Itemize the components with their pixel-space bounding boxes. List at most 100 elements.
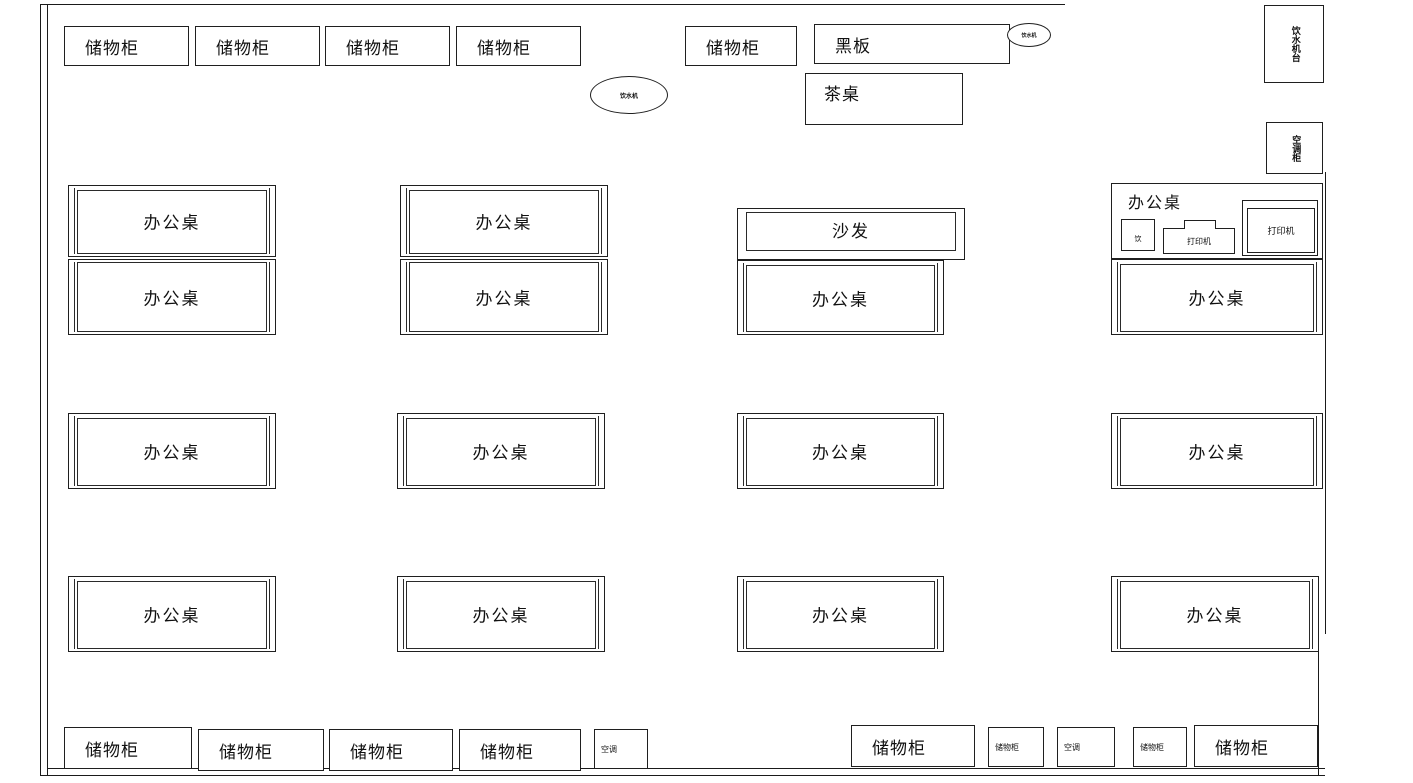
desk-row1-sofa-side[interactable]: 办公桌 (737, 260, 944, 335)
desk-inner-frame (746, 418, 935, 486)
sofa[interactable]: 沙发 (737, 208, 965, 260)
desk-inner-frame (77, 190, 267, 254)
storage-cabinet-top-3[interactable]: 储物柜 (325, 26, 450, 66)
desk-row3-col2[interactable]: 办公桌 (397, 576, 605, 652)
storage-cabinet-br-5[interactable]: 储物柜 (1194, 725, 1318, 767)
desk-label: 办公桌 (812, 606, 869, 627)
desk-rail-right (1312, 579, 1313, 649)
desk-row1-col1-bottom[interactable]: 办公桌 (68, 259, 276, 335)
desk-label: 办公桌 (1186, 606, 1244, 627)
desk-inner-frame (409, 262, 599, 332)
desk-rail-right (601, 262, 602, 332)
desk-rail-left (74, 579, 75, 649)
desk-rail-right (598, 416, 599, 486)
air-conditioner-label: 空调 (1064, 742, 1080, 752)
desk-rail-right (937, 263, 938, 332)
desk-rail-left (743, 579, 744, 649)
cabinet-label: 储物柜 (477, 38, 531, 59)
desk-inner-frame (77, 418, 267, 486)
desk-label: 办公桌 (475, 213, 533, 234)
storage-cabinet-br-4[interactable]: 储物柜 (1133, 727, 1187, 767)
desk-rail-right (269, 579, 270, 649)
desk-row2-col1[interactable]: 办公桌 (68, 413, 276, 489)
printer-box-large-outer[interactable]: 打印机 (1242, 200, 1318, 256)
desk-row3-col4[interactable]: 办公桌 (1111, 576, 1319, 652)
blackboard-label: 黑板 (835, 36, 871, 57)
desk-row3-col1[interactable]: 办公桌 (68, 576, 276, 652)
desk-row3-col3[interactable]: 办公桌 (737, 576, 944, 652)
desk-row1-col2-top[interactable]: 办公桌 (400, 185, 608, 257)
storage-cabinet-top-1[interactable]: 储物柜 (64, 26, 189, 66)
desk-rail-left (403, 416, 404, 486)
air-conditioner-br[interactable]: 空调 (1057, 727, 1115, 767)
desk-inner-frame (77, 262, 267, 332)
desk-label: 办公桌 (143, 289, 201, 310)
desk-rail-right (269, 188, 270, 254)
unit-label: 空调柜 (1290, 134, 1301, 162)
desk-label: 办公桌 (475, 289, 533, 310)
storage-cabinet-br-1[interactable]: 储物柜 (851, 725, 975, 767)
desk-label: 办公桌 (472, 443, 530, 464)
small-appliance-box[interactable]: 饮 (1121, 219, 1155, 251)
storage-cabinet-bottom-4[interactable]: 储物柜 (459, 729, 581, 771)
desk-rail-right (937, 579, 938, 649)
blackboard[interactable]: 黑板 (814, 24, 1010, 64)
desk-label: 办公桌 (143, 443, 201, 464)
cabinet-label: 储物柜 (85, 740, 139, 761)
water-dispenser-icon-left[interactable]: 饮水机 (590, 76, 668, 114)
tea-table-label: 茶桌 (824, 85, 860, 105)
desk-rail-right (1316, 262, 1317, 332)
cabinet-label: 储物柜 (1215, 738, 1269, 759)
desk-row2-col2[interactable]: 办公桌 (397, 413, 605, 489)
water-dispenser-label: 饮水机 (619, 92, 638, 100)
water-dispenser-icon-right[interactable]: 饮水机 (1007, 23, 1051, 47)
desk-label: 办公桌 (1188, 289, 1246, 310)
desk-inner-frame (406, 581, 596, 649)
desk-row2-col3[interactable]: 办公桌 (737, 413, 944, 489)
sofa-inner-frame (746, 212, 956, 251)
water-dispenser-label: 饮水机 (1021, 32, 1037, 39)
wall-bottom-outer (40, 775, 1325, 776)
air-conditioner-bottom-left[interactable]: 空调 (594, 729, 648, 769)
desk-label: 办公桌 (143, 213, 201, 234)
desk-rail-left (74, 188, 75, 254)
printer-box-small[interactable]: 打印机 (1163, 228, 1235, 254)
storage-cabinet-top-5[interactable]: 储物柜 (685, 26, 797, 66)
storage-cabinet-bottom-2[interactable]: 储物柜 (198, 729, 324, 771)
storage-cabinet-top-4[interactable]: 储物柜 (456, 26, 581, 66)
wall-right-lower (1318, 630, 1319, 776)
cabinet-label: 储物柜 (219, 742, 273, 763)
sofa-label: 沙发 (832, 222, 870, 242)
desk-printer-station-lower[interactable]: 办公桌 (1111, 259, 1323, 335)
desk-rail-right (598, 579, 599, 649)
tea-table[interactable]: 茶桌 (805, 73, 963, 125)
cabinet-label: 储物柜 (216, 38, 270, 59)
desk-inner-frame (1120, 581, 1310, 649)
desk-inner-frame (1120, 264, 1314, 332)
desk-label: 办公桌 (472, 606, 530, 627)
storage-cabinet-top-2[interactable]: 储物柜 (195, 26, 320, 66)
cabinet-label: 储物柜 (85, 38, 139, 59)
desk-label: 办公桌 (812, 290, 869, 310)
printer-station-desk-label: 办公桌 (1128, 193, 1183, 212)
right-vertical-unit-2[interactable]: 空调柜 (1266, 122, 1323, 174)
desk-rail-left (74, 416, 75, 486)
storage-cabinet-bottom-1[interactable]: 储物柜 (64, 727, 192, 769)
desk-rail-left (1117, 416, 1118, 486)
desk-rail-left (406, 188, 407, 254)
storage-cabinet-br-2[interactable]: 储物柜 (988, 727, 1044, 767)
desk-row1-col2-bottom[interactable]: 办公桌 (400, 259, 608, 335)
desk-inner-frame (406, 418, 596, 486)
desk-rail-left (1117, 262, 1118, 332)
cabinet-label: 储物柜 (706, 38, 760, 59)
desk-rail-right (269, 416, 270, 486)
desk-label: 办公桌 (143, 606, 201, 627)
desk-rail-left (74, 262, 75, 332)
storage-cabinet-bottom-3[interactable]: 储物柜 (329, 729, 453, 771)
right-vertical-unit-1[interactable]: 饮水机台 (1264, 5, 1324, 83)
desk-row1-col1-top[interactable]: 办公桌 (68, 185, 276, 257)
desk-row2-col4[interactable]: 办公桌 (1111, 413, 1323, 489)
cabinet-label: 储物柜 (480, 742, 534, 763)
printer-station: 办公桌 饮 打印机 打印机 (1111, 183, 1323, 259)
desk-inner-frame (409, 190, 599, 254)
